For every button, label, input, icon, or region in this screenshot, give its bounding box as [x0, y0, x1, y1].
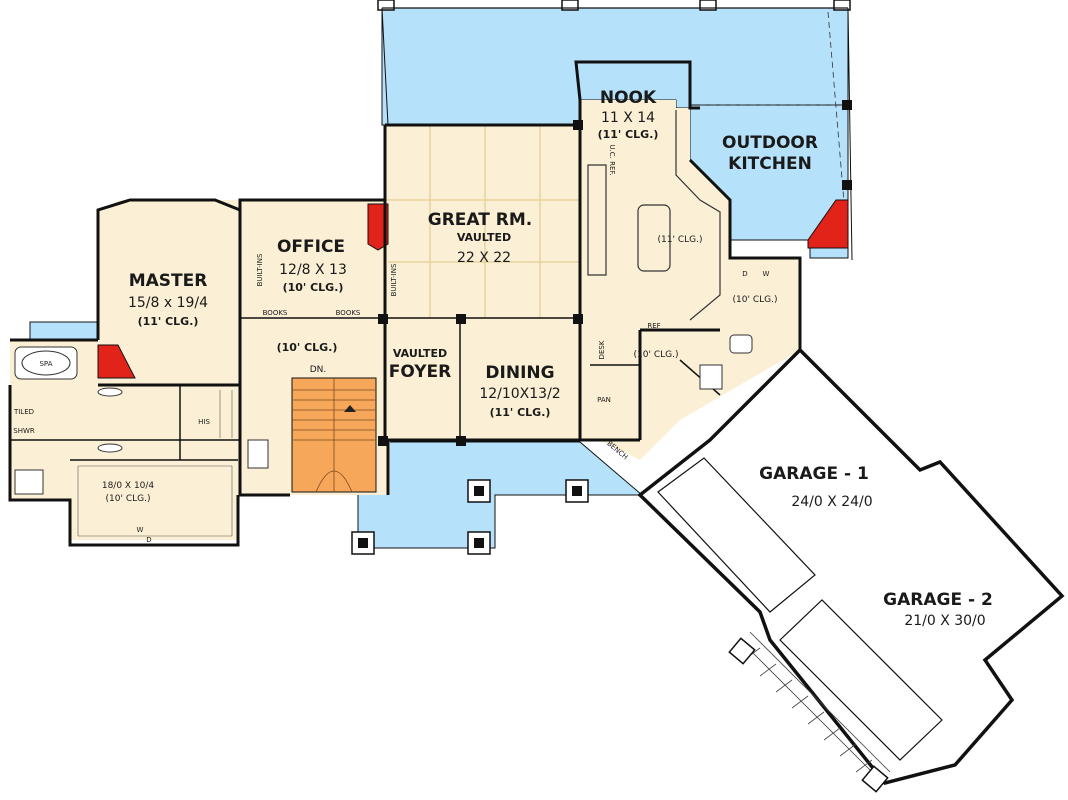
laundry-washer: W — [763, 270, 770, 278]
shwr-label: SHWR — [13, 427, 35, 435]
laundry-ceiling: (10' CLG.) — [733, 295, 778, 305]
closet-his: HIS — [198, 418, 210, 426]
great-room-note: VAULTED — [457, 231, 511, 244]
nook-size: 11 X 14 — [601, 110, 655, 126]
master-floor — [98, 200, 240, 385]
master-ceiling: (11' CLG.) — [138, 315, 199, 328]
dining-name: DINING — [485, 363, 554, 383]
outdoor-kitchen-line1: OUTDOOR — [722, 133, 818, 153]
office-size: 12/8 X 13 — [279, 262, 347, 278]
office-name: OFFICE — [277, 237, 345, 257]
mudroom-ceiling: (10' CLG.) — [634, 350, 679, 360]
closet-washer: W — [137, 526, 144, 534]
pan-label: PAN — [597, 396, 611, 404]
garage-2-name: GARAGE - 2 — [883, 590, 993, 610]
master-name: MASTER — [129, 271, 208, 291]
garage-doors — [657, 457, 943, 761]
builtins-left-label: BUILT-INS — [256, 253, 264, 286]
nook-name: NOOK — [600, 88, 657, 108]
office-ceiling: (10' CLG.) — [283, 281, 344, 294]
closet-dryer: D — [146, 536, 151, 544]
books-right-label: BOOKS — [336, 309, 361, 317]
hall-ceiling: (10' CLG.) — [277, 341, 338, 354]
fireplaces — [97, 199, 849, 379]
garage-2-size: 21/0 X 30/0 — [904, 613, 985, 629]
office-floor — [240, 200, 385, 320]
desk-label: DESK — [598, 340, 606, 359]
outdoor-kitchen-line2: KITCHEN — [728, 154, 812, 174]
great-room-name: GREAT RM. — [428, 210, 532, 230]
driveway-apron — [739, 631, 891, 781]
bath-fixtures — [14, 334, 753, 495]
front-porch — [357, 441, 644, 549]
dining-size: 12/10X13/2 — [479, 386, 560, 402]
closet-size: 18/0 X 10/4 — [102, 481, 155, 491]
foyer-note: VAULTED — [393, 347, 447, 360]
great-room-floor — [385, 100, 800, 440]
laundry-dryer: D — [742, 270, 747, 278]
outdoor-fireplace — [807, 199, 849, 249]
garage-1-size: 24/0 X 24/0 — [791, 494, 872, 510]
outdoor-areas — [29, 7, 849, 549]
kitchen-appliance: U.C. REF. — [608, 144, 616, 175]
porch-posts — [351, 479, 589, 555]
foyer-name: FOYER — [389, 362, 451, 382]
garage-outline — [637, 347, 1065, 785]
garage-1-name: GARAGE - 1 — [759, 464, 869, 484]
closet-shelving — [77, 390, 233, 537]
master-fireplace — [97, 344, 136, 379]
ref-label: REF — [647, 322, 660, 330]
spa-label: SPA — [39, 360, 52, 368]
builtins-right-label: BUILT-INS — [390, 263, 398, 296]
kitchen-counters — [587, 110, 721, 321]
tiled-label: TILED — [13, 408, 34, 416]
stair-direction: DN. — [310, 365, 327, 375]
master-size: 15/8 x 19/4 — [128, 295, 208, 311]
room-labels: GREAT RM. VAULTED 22 X 22 NOOK 11 X 14 (… — [102, 88, 993, 629]
stair — [291, 377, 377, 493]
driveway-posts — [728, 637, 889, 793]
books-left-label: BOOKS — [263, 309, 288, 317]
laundry-floor — [730, 258, 800, 328]
kitchen-ceiling: (11' CLG.) — [658, 235, 703, 245]
closet-ceiling: (10' CLG.) — [106, 494, 151, 504]
nook-ceiling: (11' CLG.) — [598, 128, 659, 141]
dining-ceiling: (11' CLG.) — [490, 406, 551, 419]
great-room-size: 22 X 22 — [457, 250, 511, 266]
rear-patio-posts — [377, 0, 851, 11]
